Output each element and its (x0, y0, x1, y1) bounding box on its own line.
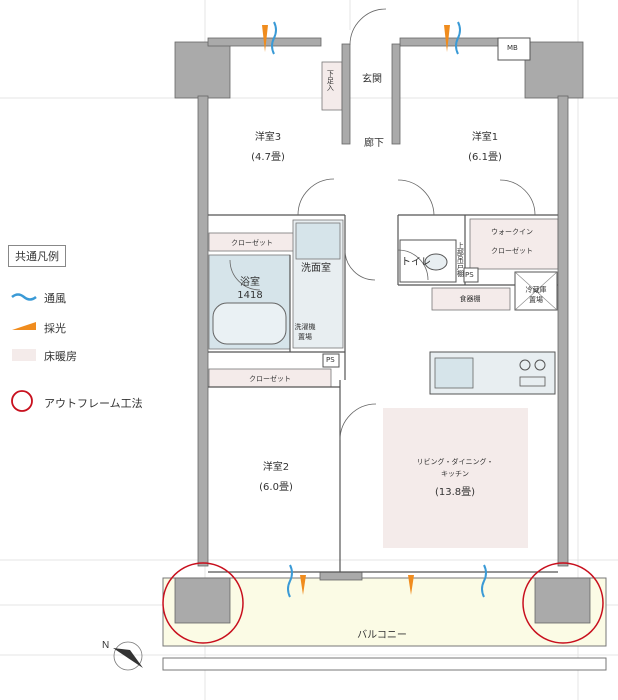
label-upper-cabinet: 上部吊戸棚 (456, 242, 465, 277)
outframe-marker-right (522, 562, 604, 644)
label-washer-1: 洗濯機 (294, 323, 316, 331)
walls (174, 37, 591, 624)
label-bath-size: 1418 (237, 290, 263, 301)
label-ps-b: PS (326, 356, 335, 364)
door-swings (229, 8, 536, 441)
label-fridge-2: 置場 (529, 296, 543, 304)
label-ps-a: PS (465, 271, 474, 279)
legend-lighting: 採光 (44, 322, 66, 335)
heating-pantry (431, 287, 511, 311)
label-pantry: 食器棚 (459, 295, 481, 303)
heating-zone-ldk (383, 408, 528, 548)
legend-heating-icon (12, 349, 36, 361)
legend-vent-icon (11, 293, 37, 301)
svg-text:N: N (102, 640, 109, 651)
label-walkin-2: クローゼット (491, 247, 533, 255)
label-entrance: 玄関 (362, 74, 382, 85)
label-mb: MB (507, 44, 518, 52)
fridge-cross-b (514, 271, 558, 311)
bathtub (212, 302, 287, 345)
legend-light-icon (12, 322, 36, 330)
balcony-railing (162, 657, 607, 671)
stove-burner-1 (519, 359, 531, 371)
label-bedroom3-size: (4.7畳) (251, 152, 285, 163)
label-bedroom1: 洋室1 (471, 132, 499, 143)
toilet-bowl (424, 253, 448, 271)
label-closet-b: クローゼット (249, 375, 291, 383)
compass-icon: N (102, 640, 143, 671)
kitchen-sink (434, 357, 474, 389)
label-bedroom1-size: (6.1畳) (468, 152, 502, 163)
label-balcony: バルコニー (357, 630, 407, 641)
ps-box-b (322, 353, 340, 368)
label-walkin-1: ウォークイン (491, 228, 533, 236)
label-ldk-size: (13.8畳) (434, 487, 476, 498)
label-bedroom2-size: (6.0畳) (259, 482, 293, 493)
legend-floor-heating: 床暖房 (44, 350, 77, 363)
label-shoe-box: 下足入 (326, 70, 335, 91)
label-washroom: 洗面室 (301, 263, 331, 274)
ps-box-a (463, 267, 479, 283)
wash-basin (295, 222, 341, 260)
label-bath: 浴室 (240, 277, 260, 288)
balcony-area (162, 577, 607, 647)
label-hallway: 廊下 (364, 138, 384, 149)
ventilation-arrows (271, 21, 487, 598)
lighting-arrows (262, 25, 450, 595)
outframe-marker-left (162, 562, 244, 644)
label-closet-a: クローゼット (231, 239, 273, 247)
label-ldk-2: キッチン (441, 470, 469, 478)
heating-walkin (469, 218, 559, 270)
label-washer-2: 置場 (298, 333, 312, 341)
label-toilet: トイレ (401, 257, 431, 268)
stove-burner-2 (534, 359, 546, 371)
legend: 共通凡例 (8, 245, 158, 267)
mb-box (497, 37, 531, 61)
label-fridge-1: 冷蔵庫 (525, 286, 547, 294)
label-bedroom2: 洋室2 (262, 462, 290, 473)
stove-grill (519, 376, 546, 387)
legend-outframe-icon (11, 390, 33, 412)
legend-title: 共通凡例 (8, 245, 66, 267)
legend-outframe: アウトフレーム工法 (44, 397, 143, 410)
label-bedroom3: 洋室3 (254, 132, 282, 143)
label-ldk-1: リビング・ダイニング・ (416, 458, 494, 466)
legend-ventilation: 通風 (44, 292, 66, 305)
